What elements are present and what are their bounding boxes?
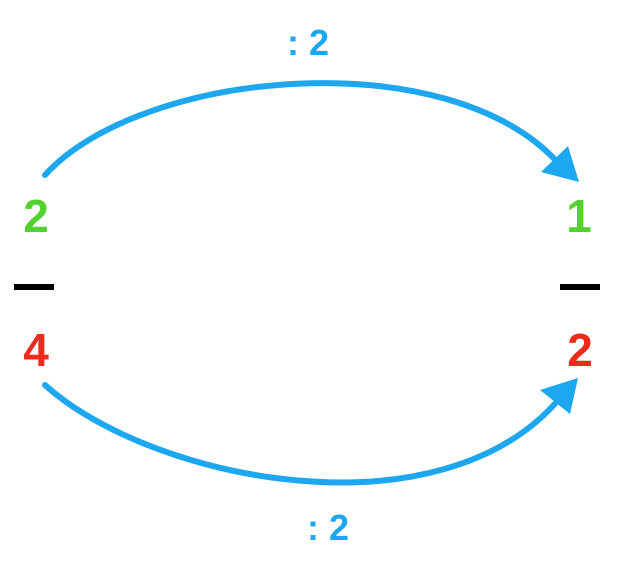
bottom-arrow	[42, 382, 563, 486]
top-operation-label: : 2	[287, 22, 329, 63]
left-fraction-bar	[14, 284, 54, 290]
right-numerator: 1	[566, 190, 592, 242]
left-denominator: 4	[23, 324, 49, 376]
right-denominator: 2	[567, 324, 593, 376]
bottom-operation-label: : 2	[307, 507, 349, 548]
top-arrowhead-icon	[541, 146, 579, 182]
bottom-arrowhead-icon	[540, 378, 578, 414]
left-numerator: 2	[23, 190, 49, 242]
top-arrow	[42, 80, 563, 178]
right-fraction-bar	[560, 284, 600, 290]
